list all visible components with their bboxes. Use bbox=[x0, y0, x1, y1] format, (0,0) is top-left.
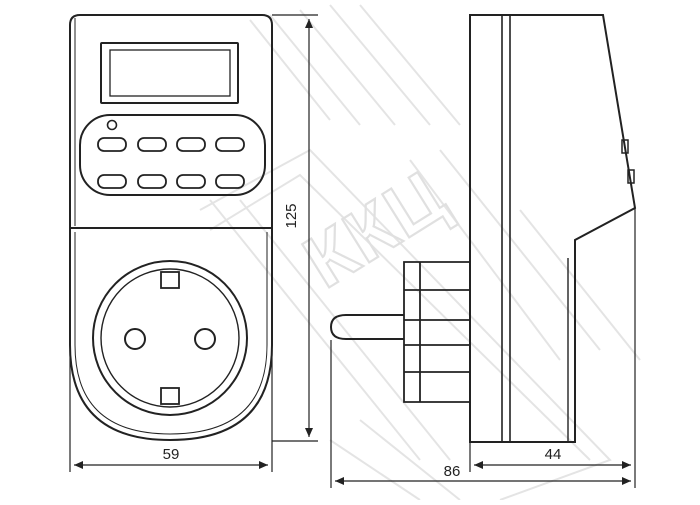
plug-base bbox=[403, 261, 471, 403]
watermark-text: ККЦ bbox=[289, 153, 461, 303]
keypad-buttons bbox=[97, 137, 245, 189]
dimension-lines bbox=[69, 14, 636, 488]
socket-pin-hole-left bbox=[124, 328, 146, 350]
lcd-display bbox=[100, 42, 239, 104]
front-upper-body bbox=[69, 14, 273, 229]
front-view bbox=[69, 14, 273, 442]
socket-outer bbox=[92, 260, 248, 416]
socket-pin-hole-right bbox=[194, 328, 216, 350]
keypad-panel bbox=[79, 114, 266, 196]
body-depth-label: 44 bbox=[545, 446, 562, 463]
socket-inner bbox=[100, 268, 240, 408]
total-depth-label: 86 bbox=[444, 463, 461, 480]
indicator-led bbox=[106, 119, 118, 131]
plug-pin bbox=[329, 314, 404, 340]
width-label: 59 bbox=[163, 446, 180, 463]
front-lower-body bbox=[69, 228, 273, 442]
height-label: 125 bbox=[283, 203, 300, 228]
side-housing bbox=[469, 14, 637, 443]
